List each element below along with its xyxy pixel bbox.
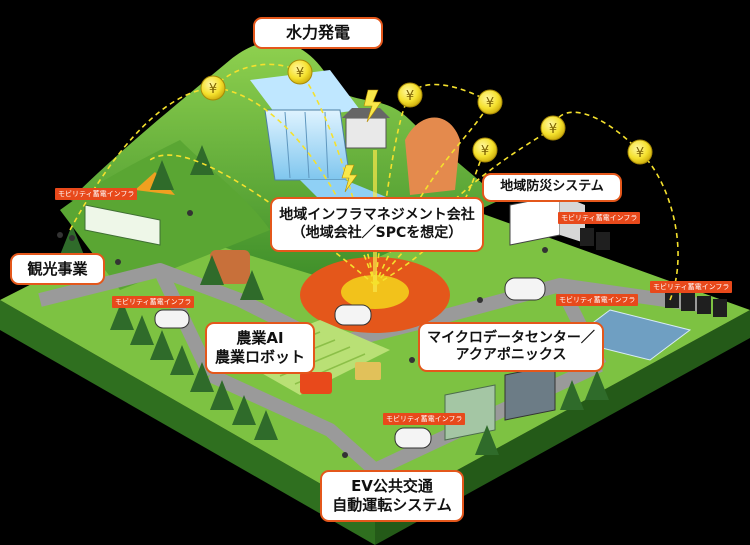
label-infra-company: 地域インフラマネジメント会社 （地域会社／SPCを想定）	[270, 197, 484, 252]
coin-3: ¥	[397, 82, 423, 108]
people	[57, 210, 548, 458]
label-text-line1: 農業AI	[236, 329, 284, 348]
tag-mobility-storage: モビリティ蓄電インフラ	[558, 212, 641, 224]
coin-symbol: ¥	[481, 144, 489, 159]
island-side-right	[375, 310, 750, 545]
ev-cars	[154, 277, 546, 449]
aquaponics-house	[444, 384, 496, 441]
coin-5: ¥	[540, 115, 566, 141]
island-side-left	[0, 300, 375, 545]
label-disaster-system: 地域防災システム	[482, 173, 622, 202]
label-text-line1: マイクロデータセンター／	[427, 329, 595, 346]
farm-robot	[300, 372, 332, 394]
coin-symbol: ¥	[209, 82, 217, 97]
label-agri-ai: 農業AI 農業ロボット	[205, 322, 315, 374]
tourism-bus	[84, 204, 161, 246]
label-text-line2: （地域会社／SPCを想定）	[291, 224, 463, 241]
disaster-building	[509, 194, 561, 246]
label-text-line2: アクアポニックス	[455, 347, 567, 363]
farm-cart	[355, 362, 381, 380]
rock-cliff	[405, 117, 460, 195]
label-text-line1: EV公共交通	[351, 477, 433, 496]
label-micro-datacenter: マイクロデータセンター／ アクアポニックス	[418, 322, 604, 372]
label-text-line1: 地域インフラマネジメント会社	[279, 207, 475, 223]
power-station-roof	[342, 108, 390, 118]
label-text: 観光事業	[27, 259, 88, 278]
label-tourism: 観光事業	[10, 253, 105, 285]
coin-symbol: ¥	[406, 89, 414, 104]
tag-mobility-storage: モビリティ蓄電インフラ	[650, 281, 733, 293]
coin-2: ¥	[287, 59, 313, 85]
trees	[60, 145, 609, 455]
datacenter-building	[504, 364, 556, 421]
label-text-line2: 自動運転システム	[332, 496, 452, 514]
label-text: 地域防災システム	[500, 179, 604, 195]
label-ev-transport: EV公共交通 自動運転システム	[320, 470, 464, 522]
coin-6: ¥	[472, 137, 498, 163]
coin-symbol: ¥	[486, 96, 494, 111]
tag-mobility-storage: モビリティ蓄電インフラ	[556, 294, 639, 306]
dam-lines	[284, 111, 329, 179]
tag-mobility-storage: モビリティ蓄電インフラ	[383, 413, 466, 425]
coin-4: ¥	[477, 89, 503, 115]
battery-stacks	[580, 228, 727, 317]
label-text: 水力発電	[285, 23, 350, 42]
power-station	[345, 117, 387, 149]
coin-symbol: ¥	[296, 66, 304, 81]
tag-mobility-storage: モビリティ蓄電インフラ	[55, 188, 138, 200]
coin-symbol: ¥	[549, 122, 557, 137]
mountain-left	[60, 140, 270, 290]
tag-mobility-storage: モビリティ蓄電インフラ	[112, 296, 195, 308]
reservoir	[250, 70, 360, 120]
lightning-bolts	[341, 89, 382, 193]
coin-symbol: ¥	[636, 146, 644, 161]
label-hydro-power: 水力発電	[253, 17, 383, 49]
label-text-line2: 農業ロボット	[214, 348, 305, 366]
coin-1: ¥	[200, 75, 226, 101]
coin-7: ¥	[627, 139, 653, 165]
